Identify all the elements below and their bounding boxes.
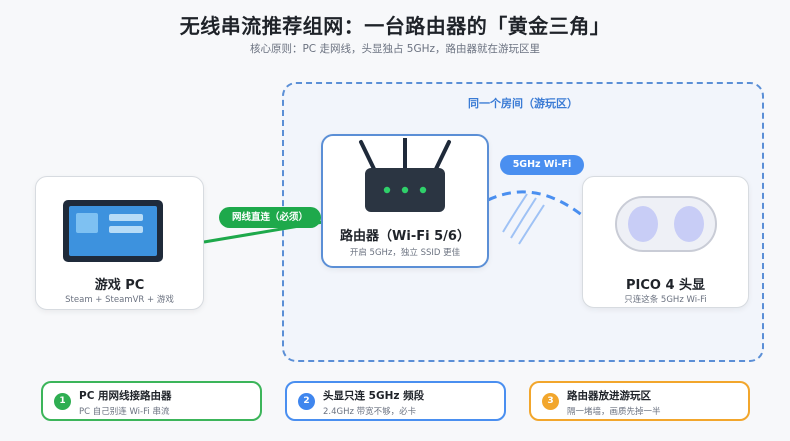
monitor-icon [63, 200, 163, 262]
headset-title: PICO 4 头显 [625, 278, 706, 293]
pc-subtitle: Steam + SteamVR + 游戏 [65, 295, 174, 305]
wifi-connection-label: 5GHz Wi-Fi [500, 155, 584, 175]
tip-card-1: 1 PC 用网线接路由器 PC 自己别连 Wi-Fi 串流 [41, 381, 262, 421]
headset-node-card: PICO 4 头显 只连这条 5GHz Wi-Fi [582, 176, 749, 308]
router-subtitle: 开启 5GHz，独立 SSID 更佳 [349, 248, 461, 258]
wifi-connection-line [487, 190, 584, 218]
pc-node-card: 游戏 PC Steam + SteamVR + 游戏 [35, 176, 204, 310]
vr-headset-icon [615, 196, 717, 252]
router-node-card: 路由器（Wi-Fi 5/6） 开启 5GHz，独立 SSID 更佳 [321, 134, 489, 268]
router-title: 路由器（Wi-Fi 5/6） [340, 229, 470, 244]
tip-title: 路由器放进游玩区 [567, 390, 651, 402]
router-icon [359, 138, 451, 212]
wifi-waves-icon [502, 193, 545, 245]
tip-number-badge: 3 [542, 393, 559, 410]
tip-card-3: 3 路由器放进游玩区 隔一堵墙，画质先掉一半 [529, 381, 750, 421]
tip-subtitle: 2.4GHz 带宽不够，必卡 [323, 407, 417, 417]
pc-title: 游戏 PC [94, 278, 145, 293]
tip-subtitle: 隔一堵墙，画质先掉一半 [567, 407, 661, 417]
page-title: 无线串流推荐组网：一台路由器的「黄金三角」 [179, 14, 611, 38]
play-area-zone-label: 同一个房间（游玩区） [468, 97, 578, 110]
tip-title: PC 用网线接路由器 [79, 390, 172, 402]
page-subtitle: 核心原则：PC 走网线，头显独占 5GHz，路由器就在游玩区里 [249, 43, 541, 55]
tip-title: 头显只连 5GHz 频段 [323, 390, 425, 402]
wired-connection-label: 网线直连（必须） [219, 207, 321, 228]
tip-card-2: 2 头显只连 5GHz 频段 2.4GHz 带宽不够，必卡 [285, 381, 506, 421]
headset-subtitle: 只连这条 5GHz Wi-Fi [624, 295, 707, 305]
tip-number-badge: 2 [298, 393, 315, 410]
tip-subtitle: PC 自己别连 Wi-Fi 串流 [79, 407, 170, 417]
tip-number-badge: 1 [54, 393, 71, 410]
